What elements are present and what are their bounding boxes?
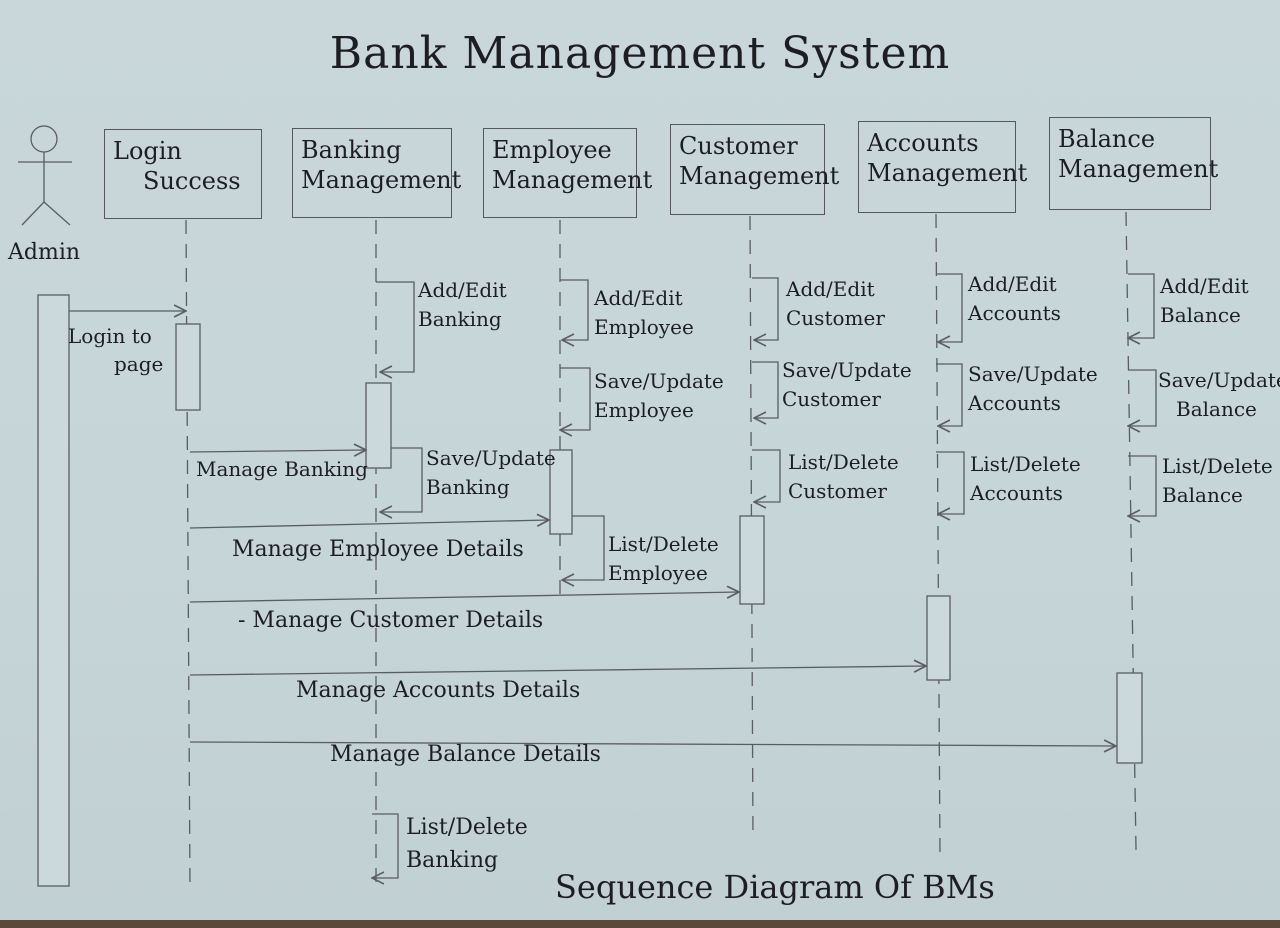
lifeline-title-line: Balance: [1058, 125, 1156, 153]
lifeline-accounts: [935, 213, 941, 857]
msg-manage-accounts-arrow: [189, 666, 926, 676]
diagram-caption: Sequence Diagram Of BMs: [555, 868, 995, 906]
lifeline-box-accounts: Accounts Management: [858, 121, 1028, 213]
self-msg-banking-1: [376, 281, 415, 372]
lifeline-box-customer: Customer Management: [670, 124, 840, 215]
msg-label-manage-banking: Manage Banking: [196, 457, 368, 481]
msg-label-manage-employee: Manage Employee Details: [232, 537, 524, 562]
activation-banking: [365, 382, 392, 469]
msg-label-manage-customer: - Manage Customer Details: [238, 608, 544, 633]
self-msg-employee-3: [562, 515, 605, 580]
self-msg-accounts-2: [936, 363, 963, 426]
self-msg-accounts-1: [936, 273, 963, 342]
self-msg-customer-1: [752, 277, 779, 340]
lifeline-title-line: Management: [679, 162, 840, 190]
self-msg-employee-2: [560, 367, 591, 430]
lifeline-title-line: Management: [492, 166, 653, 194]
self-msg-banking-2: [380, 447, 423, 512]
lifeline-box-employee: Employee Management: [483, 128, 653, 218]
self-msg-banking-3: [372, 813, 399, 878]
lifeline-title-line: Employee: [492, 136, 612, 164]
lifeline-box-banking: Banking Management: [292, 128, 462, 218]
lifeline-title-line: Customer: [679, 132, 798, 160]
lifeline-title-line: Accounts: [867, 129, 979, 157]
self-msg-customer-2: [752, 361, 779, 418]
lifeline-box-balance: Balance Management: [1049, 117, 1219, 210]
table-edge: [0, 920, 1280, 928]
actor-left-leg: [21, 201, 45, 226]
actor-label: Admin: [8, 240, 81, 265]
lifeline-title-line: Management: [1058, 155, 1219, 183]
lifeline-title-line: Login: [113, 137, 182, 165]
activation-admin: [37, 294, 70, 887]
self-msg-balance-3: [1128, 455, 1157, 516]
actor-head: [30, 125, 58, 153]
activation-login: [175, 323, 201, 411]
activation-accounts: [926, 595, 951, 681]
lifeline-box-login: Login Success: [104, 129, 262, 219]
msg-label-manage-accounts: Manage Accounts Details: [296, 678, 581, 703]
activation-customer: [739, 515, 765, 605]
activation-balance: [1116, 672, 1143, 764]
lifeline-title-line: Management: [301, 166, 462, 194]
self-msg-balance-2: [1128, 369, 1157, 426]
actor-right-leg: [43, 201, 71, 226]
lifeline-title-line: Success: [143, 167, 241, 195]
msg-manage-balance-arrow: [189, 742, 1116, 746]
msg-manage-banking-arrow: [189, 450, 366, 452]
lifeline-title-line: Management: [867, 159, 1028, 187]
msg-manage-customer-arrow: [189, 592, 739, 603]
self-msg-balance-1: [1128, 273, 1155, 338]
activation-employee: [549, 449, 573, 535]
msg-manage-employee-arrow: [189, 520, 549, 529]
self-msg-employee-1: [560, 279, 589, 340]
diagram-title: Bank Management System: [329, 28, 951, 79]
self-msg-customer-3: [752, 449, 781, 502]
msg-label-manage-balance: Manage Balance Details: [330, 742, 601, 767]
lifeline-title-line: Banking: [301, 136, 402, 164]
lifeline-login: [185, 219, 191, 887]
self-msg-accounts-3: [936, 451, 965, 514]
